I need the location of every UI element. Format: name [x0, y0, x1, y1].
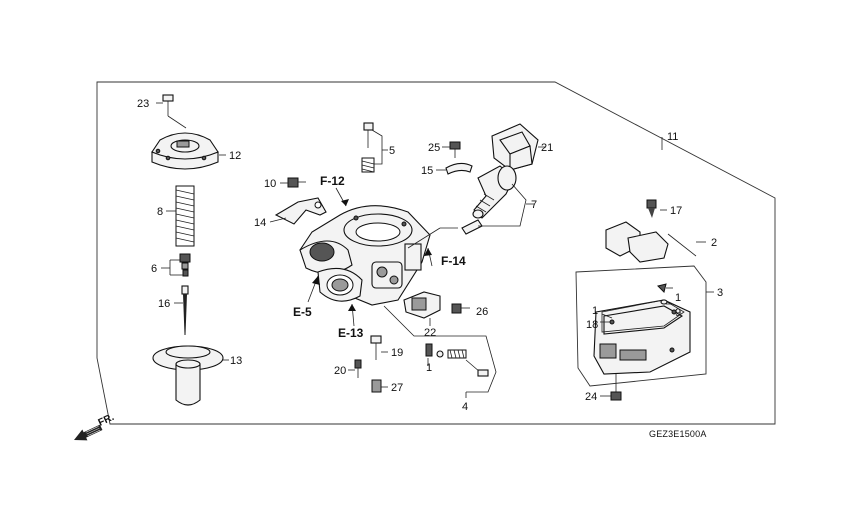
screw-10: [287, 177, 306, 188]
callout-23: 23: [137, 98, 149, 110]
callout-9: 9: [675, 307, 681, 319]
callout-5: 5: [389, 145, 395, 157]
callout-26: 26: [476, 306, 488, 318]
diagram-code: GEZ3E1500A: [649, 429, 707, 439]
screw-26: [451, 303, 470, 314]
gasket-18: [601, 299, 685, 333]
callout-15: 15: [421, 165, 433, 177]
jet-27: [371, 379, 382, 393]
callout-21: 21: [541, 142, 553, 154]
callout-1-center: 1: [426, 362, 432, 374]
callout-19: 19: [391, 347, 403, 359]
bracket-14: [274, 197, 327, 225]
screw-23: [162, 94, 174, 116]
callout-8: 8: [157, 206, 163, 218]
callout-4: 4: [462, 401, 468, 413]
float-chamber-3: [575, 265, 707, 387]
front-indicator-label: FR.: [97, 412, 116, 429]
jet-20: [354, 359, 362, 378]
spring-8: [175, 185, 195, 247]
assembly-frame: [96, 81, 776, 425]
callout-20: 20: [334, 365, 346, 377]
mixture-screw-set-4: [425, 343, 489, 377]
callout-17: 17: [670, 205, 682, 217]
ref-f14: F-14: [441, 254, 466, 268]
callout-18: 18: [586, 319, 598, 331]
clamp-15: [445, 162, 473, 175]
ref-e5: E-5: [293, 305, 312, 319]
screw-24: [610, 374, 622, 401]
callout-3: 3: [717, 287, 723, 299]
callout-24: 24: [585, 391, 597, 403]
screw-17: [646, 199, 657, 218]
callout-6: 6: [151, 263, 157, 275]
screw-19: [370, 335, 382, 360]
ref-e13: E-13: [338, 326, 364, 340]
screw-spring-5: [361, 122, 375, 173]
needle-16: [181, 285, 189, 335]
callout-1-right: 1: [675, 292, 681, 304]
callout-16: 16: [158, 298, 170, 310]
sensor-22: [403, 291, 441, 319]
ref-f12: F-12: [320, 174, 345, 188]
top-cover-12: [151, 132, 219, 170]
callout-2: 2: [711, 237, 717, 249]
callout-1-left: 1: [592, 305, 598, 317]
diaphragm-piston-13: [152, 345, 224, 406]
jet-needle-set-6: [179, 253, 191, 277]
callout-10: 10: [264, 178, 276, 190]
callout-11: 11: [667, 131, 678, 143]
callout-14: 14: [254, 217, 266, 229]
callout-13: 13: [230, 355, 242, 367]
front-arrow-icon: [74, 424, 103, 441]
elbow-tube-7: [461, 165, 517, 235]
cap-21: [491, 123, 539, 171]
callout-22: 22: [424, 327, 436, 339]
float-2: [605, 221, 697, 263]
callout-27: 27: [391, 382, 403, 394]
screw-25: [449, 141, 461, 158]
carburetor-body: [299, 205, 431, 306]
callout-25: 25: [428, 142, 440, 154]
callout-12: 12: [229, 150, 241, 162]
callout-7: 7: [531, 199, 537, 211]
screw-9: [657, 283, 668, 305]
